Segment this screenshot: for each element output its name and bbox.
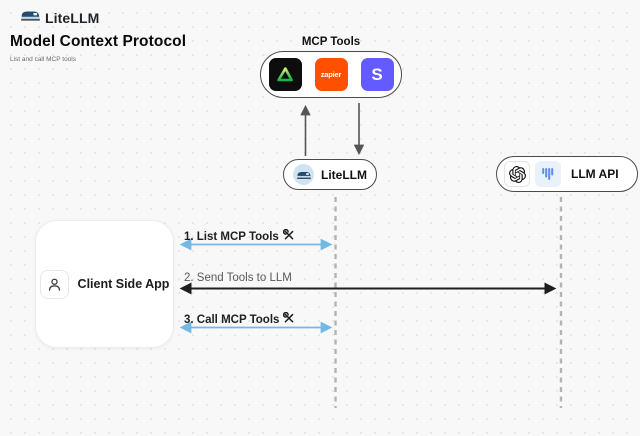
litellm-train-icon — [21, 9, 40, 27]
step-1-label-row: 1. List MCP Tools — [184, 228, 295, 244]
zapier-icon: zapier — [314, 58, 348, 91]
page-subtitle: List and call MCP tools — [10, 56, 76, 63]
zapier-wordmark: zapier — [320, 70, 342, 79]
llm-api-node: LLM API — [496, 156, 638, 192]
brand-name: LiteLLM — [45, 10, 100, 26]
mcp-tools-label: MCP Tools — [301, 36, 361, 48]
llm-api-node-label: LLM API — [571, 167, 619, 181]
triangle-tool-icon — [268, 58, 302, 91]
litellm-node: LiteLLM — [283, 159, 377, 190]
step-2-label-row: 2. Send Tools to LLM — [184, 272, 292, 284]
step-1-label: 1. List MCP Tools — [184, 230, 279, 243]
client-side-app-node: Client Side App — [35, 220, 174, 348]
user-icon — [39, 269, 69, 299]
tools-icon — [283, 311, 295, 327]
mcp-tools-node: zapier S — [260, 51, 402, 98]
page-title: Model Context Protocol — [10, 33, 187, 50]
stripe-icon: S — [360, 58, 394, 91]
litellm-node-label: LiteLLM — [321, 167, 367, 182]
client-node-label: Client Side App — [77, 277, 170, 291]
tools-icon — [282, 228, 295, 244]
step-2-label: 2. Send Tools to LLM — [184, 272, 292, 284]
llm-provider-icon — [535, 161, 561, 187]
step-3-label: 3. Call MCP Tools — [184, 313, 280, 326]
litellm-train-icon — [293, 164, 314, 185]
brand: LiteLLM — [21, 9, 99, 27]
openai-icon — [504, 161, 530, 187]
step-3-label-row: 3. Call MCP Tools — [184, 311, 295, 327]
stripe-letter: S — [371, 65, 383, 84]
